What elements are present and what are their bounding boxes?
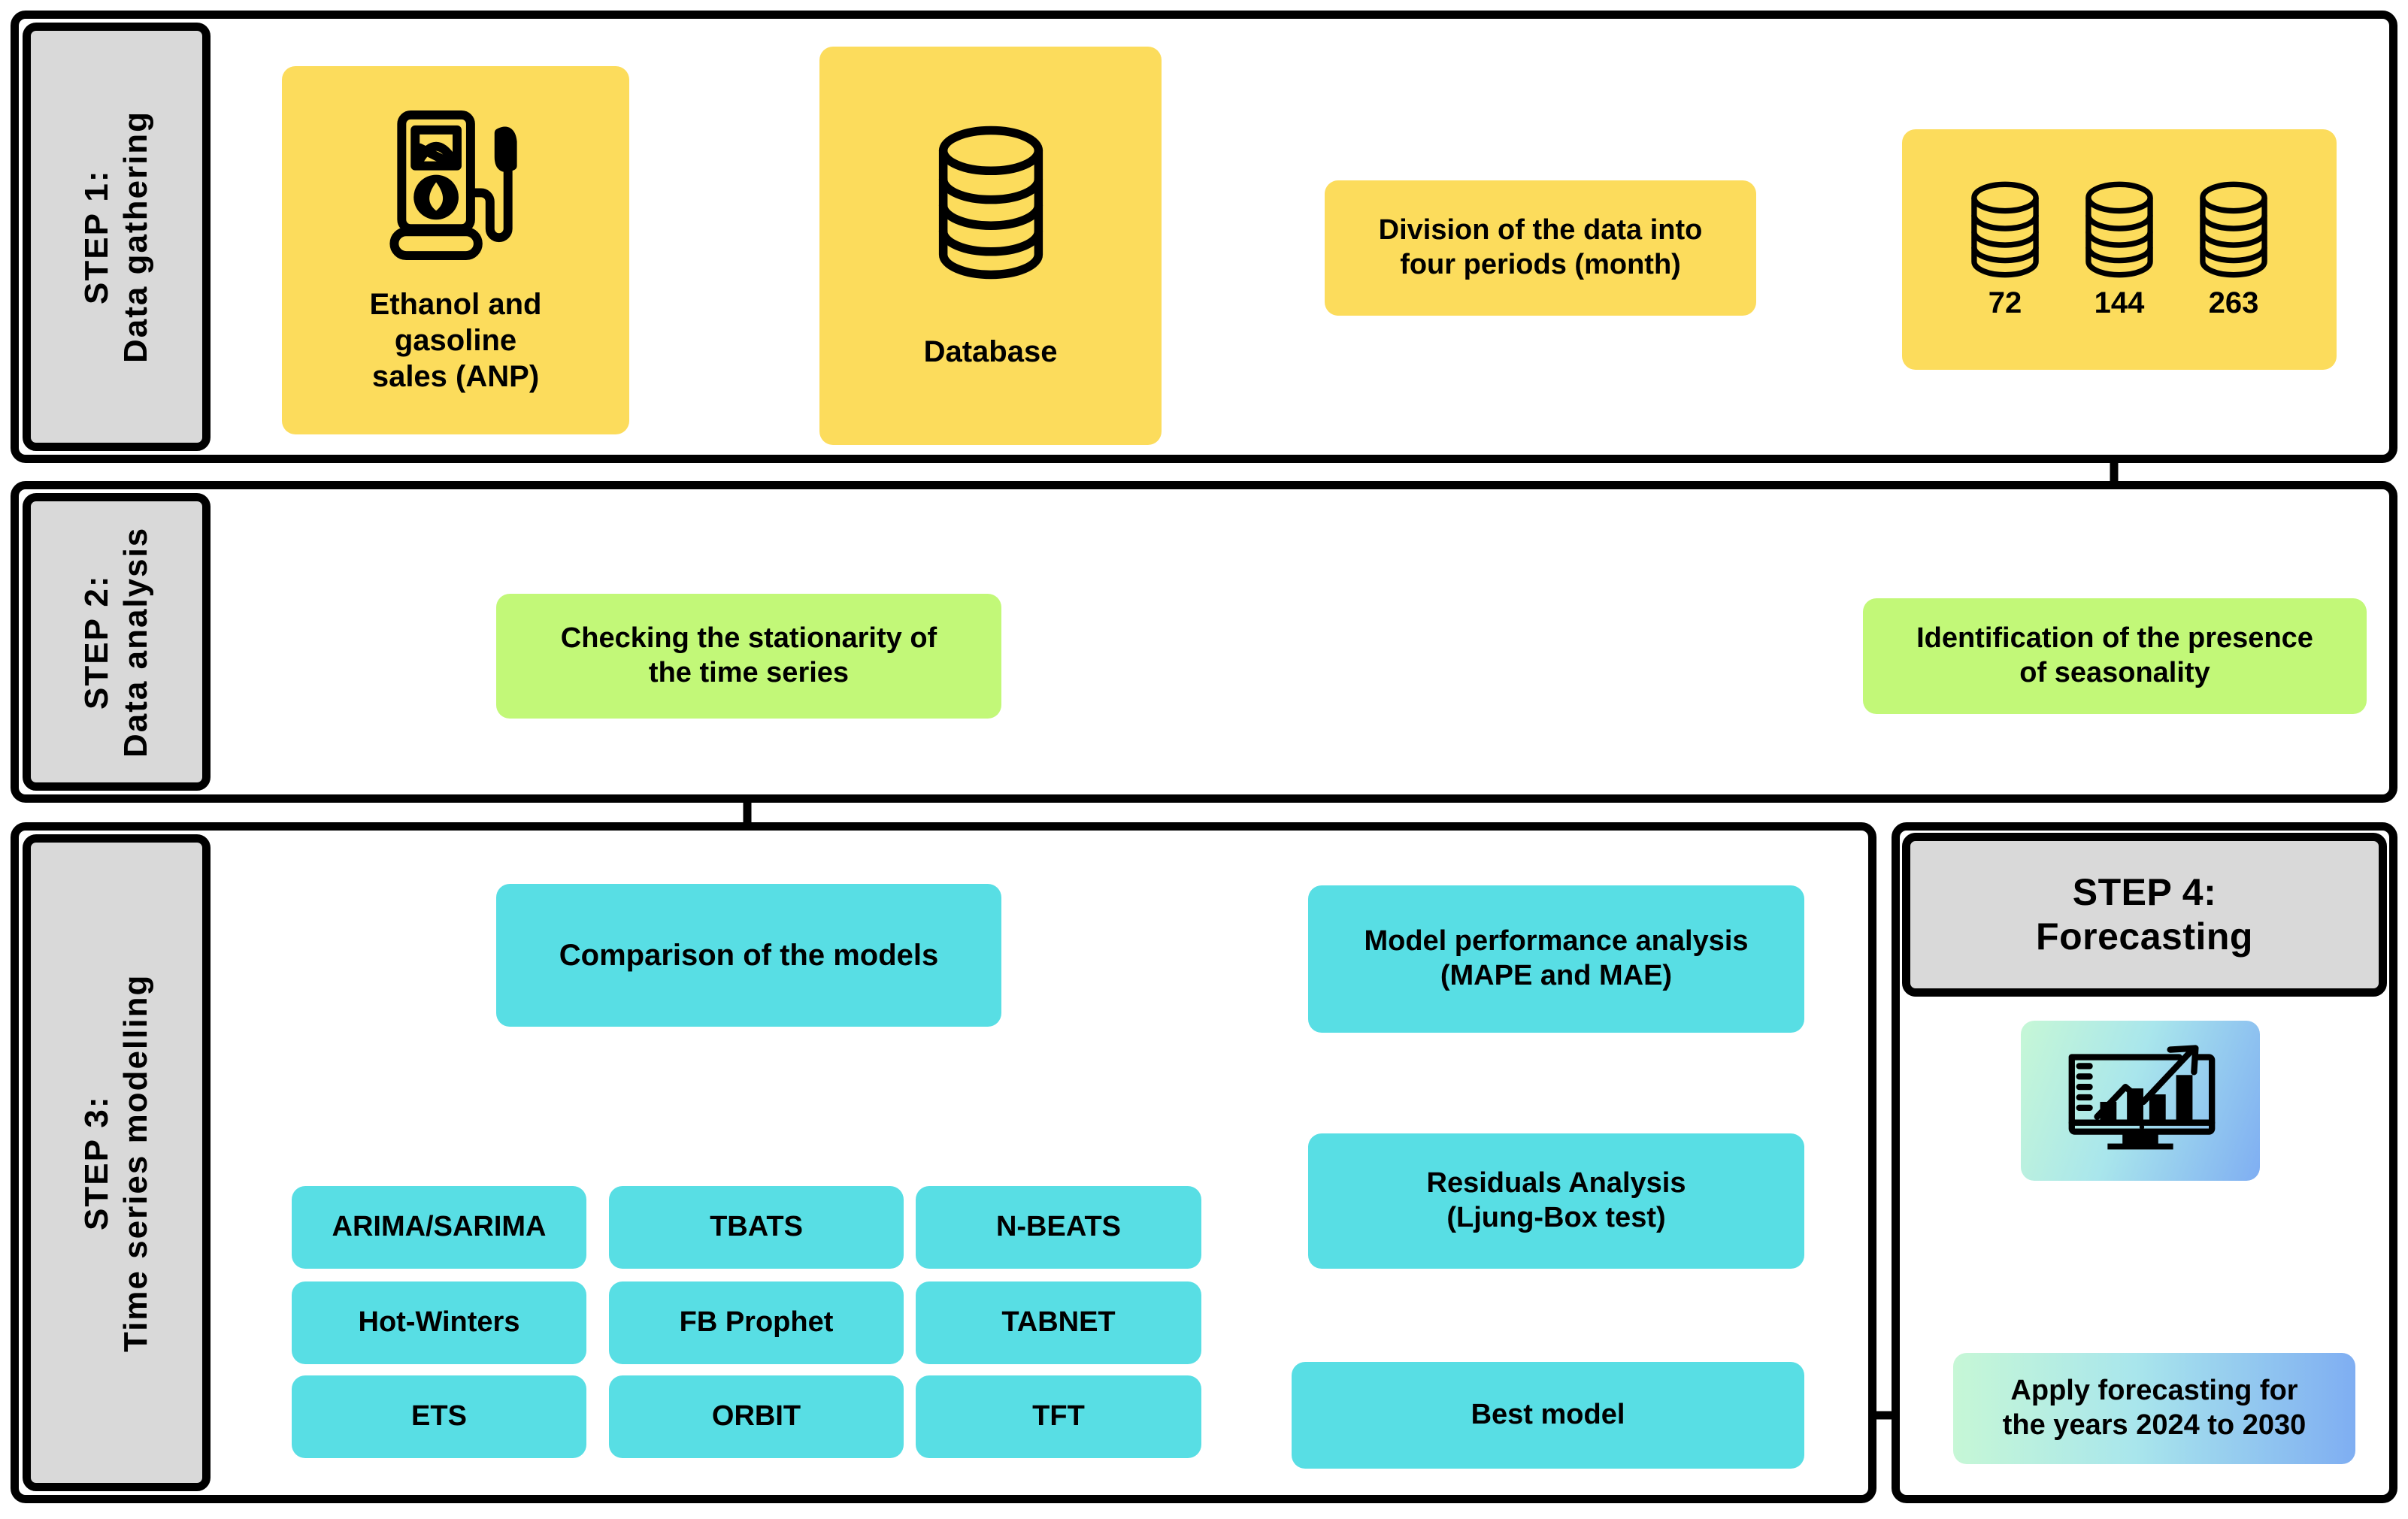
step2-label: STEP 2: Data analysis <box>23 493 211 791</box>
model-box-arima-sarima[interactable]: ARIMA/SARIMA <box>292 1186 586 1269</box>
model-label: ARIMA/SARIMA <box>332 1211 547 1243</box>
performance-analysis-label: Model performance analysis (MAPE and MAE… <box>1364 925 1749 991</box>
apply-forecasting-label: Apply forecasting for the years 2024 to … <box>2002 1375 2307 1441</box>
stationarity-box-label: Checking the stationarity of the time se… <box>560 622 937 688</box>
comparison-box-label: Comparison of the models <box>559 939 939 972</box>
step1-label: STEP 1: Data gathering <box>23 23 211 451</box>
fuel-pump-icon <box>380 106 531 276</box>
best-model-box[interactable]: Best model <box>1292 1362 1804 1469</box>
model-box-tbats[interactable]: TBATS <box>609 1186 904 1269</box>
step4-label: STEP 4: Forecasting <box>1902 833 2387 997</box>
period-count-2: 144 <box>2094 286 2145 319</box>
model-label: N-BEATS <box>995 1211 1122 1243</box>
performance-analysis-box[interactable]: Model performance analysis (MAPE and MAE… <box>1308 885 1804 1033</box>
model-label: FB Prophet <box>679 1306 834 1339</box>
residuals-analysis-box[interactable]: Residuals Analysis (Ljung-Box test) <box>1308 1133 1804 1269</box>
model-label: Hot-Winters <box>358 1306 520 1339</box>
database-box[interactable]: Database <box>819 47 1162 445</box>
stationarity-box[interactable]: Checking the stationarity of the time se… <box>496 594 1001 719</box>
source-box-label: Ethanol and gasoline sales (ANP) <box>369 288 542 393</box>
apply-forecasting-box[interactable]: Apply forecasting for the years 2024 to … <box>1953 1353 2355 1464</box>
forecast-chart-icon-tile <box>2021 1021 2260 1181</box>
model-box-fb-prophet[interactable]: FB Prophet <box>609 1281 904 1364</box>
three-database-cylinders-icon: 72 144 <box>1964 179 2275 321</box>
period-count-1: 72 <box>1988 286 2022 319</box>
division-box[interactable]: Division of the data into four periods (… <box>1325 180 1756 316</box>
residuals-analysis-label: Residuals Analysis (Ljung-Box test) <box>1426 1167 1686 1233</box>
period-count-3: 263 <box>2208 286 2259 319</box>
monitor-growth-chart-icon <box>2054 1039 2227 1163</box>
database-box-label: Database <box>923 335 1058 368</box>
division-box-label: Division of the data into four periods (… <box>1378 214 1703 280</box>
model-box-ets[interactable]: ETS <box>292 1375 586 1458</box>
source-box[interactable]: Ethanol and gasoline sales (ANP) <box>282 66 629 434</box>
model-box-tabnet[interactable]: TABNET <box>916 1281 1201 1364</box>
model-box-n-beats[interactable]: N-BEATS <box>916 1186 1201 1269</box>
seasonality-box[interactable]: Identification of the presence of season… <box>1863 598 2367 714</box>
seasonality-box-label: Identification of the presence of season… <box>1916 622 2313 688</box>
model-box-tft[interactable]: TFT <box>916 1375 1201 1458</box>
model-label: ORBIT <box>711 1400 801 1433</box>
model-label: TABNET <box>1001 1306 1116 1339</box>
model-box-hot-winters[interactable]: Hot-Winters <box>292 1281 586 1364</box>
step3-label: STEP 3: Time series modelling <box>23 834 211 1491</box>
model-label: TFT <box>1032 1400 1085 1433</box>
model-label: TBATS <box>710 1211 803 1243</box>
database-cylinder-icon <box>927 122 1055 292</box>
periods-box[interactable]: 72 144 <box>1902 129 2337 370</box>
comparison-box[interactable]: Comparison of the models <box>496 884 1001 1027</box>
model-label: ETS <box>411 1400 467 1433</box>
model-box-orbit[interactable]: ORBIT <box>609 1375 904 1458</box>
best-model-label: Best model <box>1471 1399 1625 1431</box>
